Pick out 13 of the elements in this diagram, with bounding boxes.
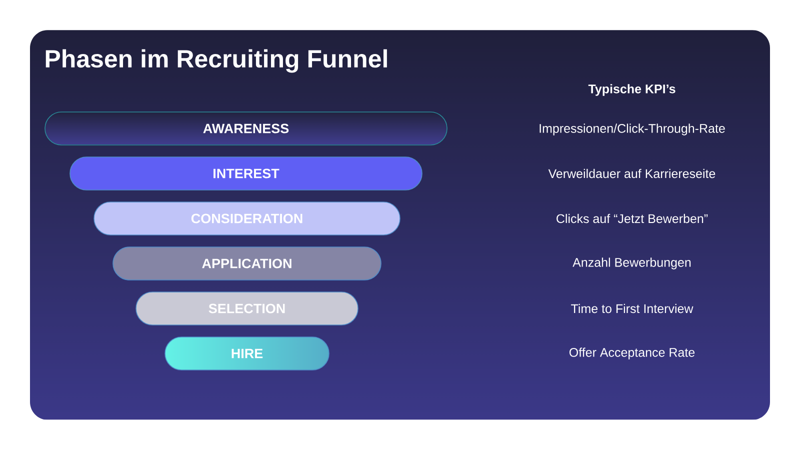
kpi-text: Clicks auf “Jetzt Bewerben”	[556, 214, 708, 224]
kpi-text: Verweildauer auf Karriereseite	[548, 168, 716, 178]
column-heading: Typische KPI’s	[588, 84, 676, 96]
kpi-text: Offer Acceptance Rate	[570, 348, 695, 360]
kpi-text: Anzahl Bewerbungen	[572, 258, 691, 270]
funnel-stage-bar: AWARENESS	[44, 112, 448, 146]
funnel-stage-bar: HIRE	[164, 336, 330, 370]
kpi-text: Time to First Interview	[571, 304, 694, 314]
title: Phasen im Recruiting Funnel	[46, 49, 387, 73]
funnel-stage-bar: INTEREST	[70, 156, 422, 190]
kpi-text: Impressionen/Click-Through-Rate	[540, 124, 725, 136]
funnel-stage-bar: APPLICATION	[112, 246, 382, 280]
funnel-stage-bar: CONSIDERATION	[94, 202, 400, 236]
